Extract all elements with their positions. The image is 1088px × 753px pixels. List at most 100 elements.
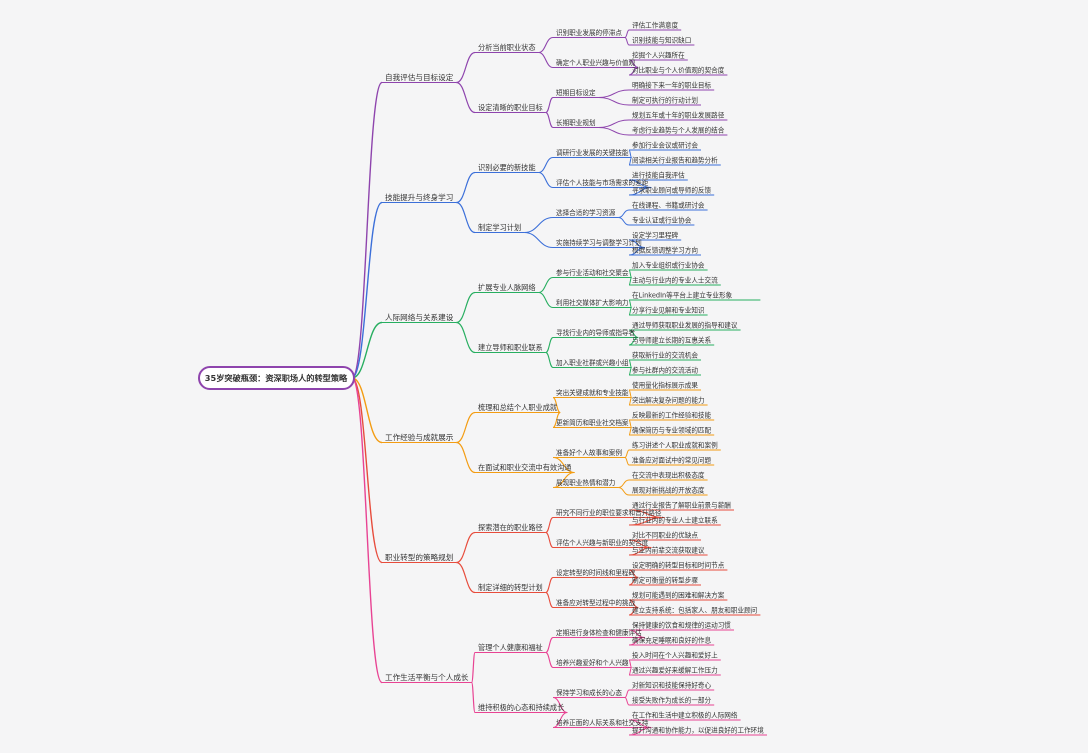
topic-to-leaf-edge	[628, 397, 632, 406]
topic-node[interactable]: 研究不同行业的职位要求和晋升路径	[556, 508, 662, 517]
main-branch-node[interactable]: 自我评估与目标设定	[385, 72, 454, 82]
leaf-node[interactable]: 投入时间在个人兴趣和爱好上	[632, 650, 718, 659]
topic-node[interactable]: 选择合适的学习资源	[556, 208, 616, 217]
leaf-node[interactable]: 保持健康的饮食和规律的运动习惯	[632, 620, 731, 629]
leaf-node[interactable]: 接受失败作为成长的一部分	[632, 695, 712, 704]
subtopic-node[interactable]: 制定详细的转型计划	[478, 583, 543, 592]
topic-node[interactable]: 寻找行业内的导师或指导者	[556, 328, 636, 337]
leaf-node[interactable]: 对比不同职业的优缺点	[632, 530, 698, 539]
topic-to-leaf-edge	[624, 449, 630, 458]
leaf-node[interactable]: 与行业内的专业人士建立联系	[632, 515, 718, 524]
leaf-node[interactable]: 展现对新挑战的开放态度	[632, 485, 705, 494]
leaf-node[interactable]: 通过导师获取职业发展的指导和建议	[632, 320, 738, 329]
leaf-node[interactable]: 评估工作满意度	[632, 20, 679, 29]
topic-node[interactable]: 评估个人技能与市场需求的差距	[556, 178, 649, 187]
leaf-node[interactable]: 主动与行业内的专业人士交流	[632, 275, 718, 284]
leaf-node[interactable]: 识别技能与知识缺口	[632, 35, 691, 44]
topic-node[interactable]: 保持学习和成长的心态	[556, 688, 622, 697]
topic-node[interactable]: 准备好个人故事和案例	[556, 448, 622, 457]
topic-node[interactable]: 培养正面的人际关系和社交支持	[556, 718, 649, 727]
leaf-node[interactable]: 在交流中表现出积极态度	[632, 470, 705, 479]
leaf-node[interactable]: 规划五年或十年的职业发展路径	[632, 110, 725, 119]
main-branch-node[interactable]: 技能提升与终身学习	[385, 192, 453, 202]
subtopic-node[interactable]: 建立导师和职业联系	[478, 343, 543, 352]
leaf-node[interactable]: 提升沟通和协作能力，以促进良好的工作环境	[632, 725, 764, 734]
leaf-node[interactable]: 设定明确的转型目标和时间节点	[632, 560, 725, 569]
leaf-node[interactable]: 准备应对面试中的常见问题	[632, 455, 712, 464]
root-node[interactable]: 35岁突破瓶颈：资深职场人的转型策略	[198, 366, 355, 390]
subtopic-to-topic-edge	[545, 636, 554, 654]
leaf-node[interactable]: 参与社群内的交流活动	[632, 365, 698, 374]
topic-node[interactable]: 准备应对转型过程中的挑战	[556, 598, 636, 607]
leaf-node[interactable]: 进行技能自我评估	[632, 170, 685, 179]
subtopic-node[interactable]: 设定清晰的职业目标	[478, 103, 543, 112]
topic-node[interactable]: 评估个人兴趣与新职业的契合度	[556, 538, 649, 547]
leaf-node[interactable]: 挖掘个人兴趣所在	[632, 50, 685, 59]
topic-node[interactable]: 调研行业发展的关键技能	[556, 148, 629, 157]
subtopic-node[interactable]: 识别必要的新技能	[478, 163, 536, 172]
leaf-node[interactable]: 在线课程、书籍或研讨会	[632, 200, 705, 209]
leaf-node[interactable]: 确保充足睡眠和良好的作息	[632, 635, 712, 644]
leaf-node[interactable]: 对新知识和技能保持好奇心	[632, 680, 712, 689]
topic-node[interactable]: 更新简历和职业社交档案	[556, 418, 629, 427]
leaf-node[interactable]: 练习讲述个人职业成就和案例	[632, 440, 718, 449]
topic-to-leaf-edge	[618, 487, 630, 496]
topic-node[interactable]: 展现职业热情和潜力	[556, 478, 615, 487]
leaf-node[interactable]: 获取新行业的交流机会	[632, 350, 698, 359]
leaf-node[interactable]: 在工作和生活中建立积极的人际网络	[632, 710, 738, 719]
leaf-node[interactable]: 使用量化指标展示成果	[632, 380, 698, 389]
leaf-node[interactable]: 加入专业组织或行业协会	[632, 260, 705, 269]
main-branch-node[interactable]: 人际网络与关系建设	[385, 312, 454, 322]
leaf-node[interactable]: 与导师建立长期的互惠关系	[632, 335, 712, 344]
subtopic-to-topic-edge	[552, 456, 575, 474]
leaf-node[interactable]: 设定学习里程碑	[632, 230, 679, 239]
subtopic-to-topic-edge	[552, 396, 561, 414]
subtopic-to-topic-edge	[538, 156, 554, 174]
leaf-node[interactable]: 在LinkedIn等平台上建立专业形象	[632, 290, 733, 299]
leaf-node[interactable]: 阅读相关行业报告和趋势分析	[632, 155, 718, 164]
leaf-node[interactable]: 通过兴趣爱好来缓解工作压力	[632, 665, 718, 674]
subtopic-node[interactable]: 探索潜在的职业路径	[478, 523, 543, 532]
leaf-node[interactable]: 规划可能遇到的困难和解决方案	[632, 590, 725, 599]
subtopic-node[interactable]: 分析当前职业状态	[478, 43, 536, 52]
leaf-node[interactable]: 确保简历与专业领域的匹配	[632, 425, 712, 434]
topic-node[interactable]: 识别职业发展的停滞点	[556, 28, 622, 37]
leaf-node[interactable]: 通过行业报告了解职业前景与薪酬	[632, 500, 731, 509]
subtopic-node[interactable]: 管理个人健康和福祉	[478, 643, 543, 652]
leaf-node[interactable]: 寻求职业顾问或导师的反馈	[632, 185, 712, 194]
subtopic-to-topic-edge	[538, 171, 554, 189]
topic-node[interactable]: 短期目标设定	[556, 88, 596, 97]
leaf-node[interactable]: 制定可执行的行动计划	[632, 95, 698, 104]
topic-node[interactable]: 设定转型的时间线和里程碑	[556, 568, 636, 577]
subtopic-node[interactable]: 梳理和总结个人职业成就	[478, 403, 557, 412]
topic-node[interactable]: 加入职业社群或兴趣小组	[556, 358, 629, 367]
topic-node[interactable]: 长期职业规划	[556, 118, 596, 127]
subtopic-node[interactable]: 制定学习计划	[478, 223, 521, 232]
topic-node[interactable]: 培养兴趣爱好和个人兴趣	[556, 658, 629, 667]
leaf-node[interactable]: 考虑行业趋势与个人发展的结合	[632, 125, 725, 134]
topic-node[interactable]: 确定个人职业兴趣与价值观	[556, 58, 636, 67]
leaf-node[interactable]: 分享行业见解和专业知识	[632, 305, 705, 314]
branch-to-subtopic-edge	[456, 291, 476, 324]
leaf-node[interactable]: 突出解决复杂问题的能力	[632, 395, 705, 404]
leaf-node[interactable]: 明确接下来一年的职业目标	[632, 80, 712, 89]
leaf-node[interactable]: 建立支持系统：包括家人、朋友和职业顾问	[632, 605, 757, 614]
leaf-node[interactable]: 与业内前辈交流获取建议	[632, 545, 705, 554]
subtopic-node[interactable]: 在面试和职业交流中有效沟通	[478, 463, 571, 472]
subtopic-node[interactable]: 扩展专业人脉网络	[478, 283, 536, 292]
topic-node[interactable]: 突出关键成就和专业技能	[556, 388, 629, 397]
subtopic-node[interactable]: 维持积极的心态和持续成长	[478, 703, 564, 712]
topic-node[interactable]: 定期进行身体检查和健康评估	[556, 628, 642, 637]
topic-node[interactable]: 实施持续学习与调整学习计划	[556, 238, 642, 247]
topic-node[interactable]: 利用社交媒体扩大影响力	[556, 298, 629, 307]
leaf-node[interactable]: 对比职业与个人价值观的契合度	[632, 65, 725, 74]
leaf-node[interactable]: 参加行业会议或研讨会	[632, 140, 698, 149]
leaf-node[interactable]: 制定可衡量的转型步骤	[632, 575, 698, 584]
leaf-node[interactable]: 反映最新的工作经验和技能	[632, 410, 712, 419]
main-branch-node[interactable]: 职业转型的策略规划	[385, 552, 453, 562]
leaf-node[interactable]: 专业认证或行业协会	[632, 215, 692, 224]
topic-node[interactable]: 参与行业活动和社交聚会	[556, 268, 629, 277]
leaf-node[interactable]: 根据反馈调整学习方向	[632, 245, 698, 254]
main-branch-node[interactable]: 工作生活平衡与个人成长	[385, 672, 469, 682]
main-branch-node[interactable]: 工作经验与成就展示	[385, 432, 454, 442]
